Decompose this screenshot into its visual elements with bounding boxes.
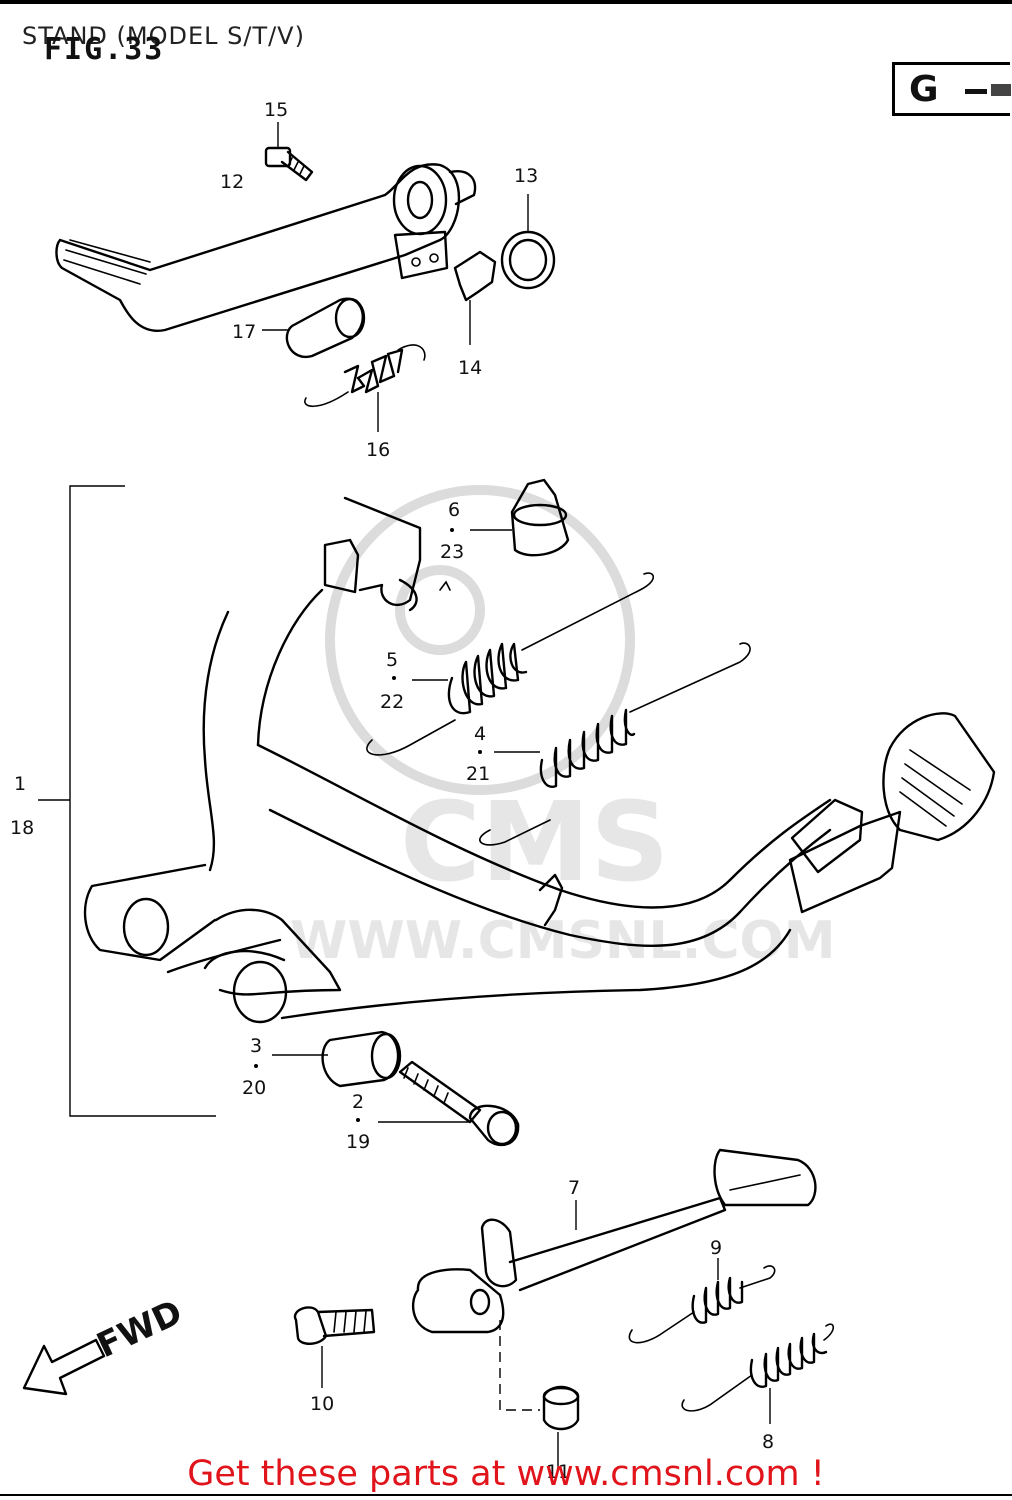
callout-7: 7 (568, 1177, 580, 1199)
spring-part-5 (366, 572, 655, 756)
bolt-part-15 (264, 122, 314, 182)
callout-10: 10 (310, 1393, 334, 1415)
callout-20: 20 (242, 1077, 266, 1099)
group-dash (965, 89, 987, 94)
callout-23: 23 (440, 541, 464, 563)
callout-12: 12 (220, 171, 244, 193)
callout-17: 17 (232, 321, 256, 343)
callout-22: 22 (380, 691, 404, 713)
forward-direction-arrow-icon: FWD (22, 1292, 189, 1396)
callout-11: 11 (546, 1461, 570, 1483)
callout-5: 5 (386, 649, 398, 671)
brake-pedal-part-12 (55, 163, 477, 332)
spacer-part-3 (254, 1030, 402, 1088)
spring-part-4 (478, 642, 751, 846)
center-stand-part-1 (83, 496, 996, 1024)
figure-label: FIG.33 (44, 32, 165, 67)
group-box: G (892, 62, 1011, 116)
side-stand-part-7 (411, 1148, 817, 1334)
bolt-part-2 (356, 1060, 520, 1147)
callout-21: 21 (466, 763, 490, 785)
spring-part-8 (681, 1323, 835, 1424)
clip-part-14 (453, 250, 497, 345)
stopper-part-6 (439, 478, 570, 591)
callout-16: 16 (366, 439, 390, 461)
callout-6: 6 (448, 499, 460, 521)
bolt-part-10 (293, 1306, 376, 1388)
watermark-logo-text: CMS (400, 778, 669, 906)
spring-part-9 (628, 1258, 776, 1344)
group-letter: G (909, 69, 939, 110)
nut-part-11 (499, 1320, 580, 1470)
cms-watermark-logo: CMS WWW.CMSNL.COM (290, 485, 835, 971)
callout-19: 19 (346, 1131, 370, 1153)
watermark-url-text: WWW.CMSNL.COM (290, 911, 835, 971)
callout-9: 9 (710, 1237, 722, 1259)
diagram-caption: STAND (MODEL S/T/V) (22, 22, 305, 50)
callout-1: 1 (14, 773, 26, 795)
callout-14: 14 (458, 357, 482, 379)
callout-8: 8 (762, 1431, 774, 1453)
callout-4: 4 (474, 723, 486, 745)
spring-part-16 (304, 344, 426, 432)
washer-part-13 (500, 194, 556, 290)
group-mark-icon (991, 84, 1011, 96)
callout-2: 2 (352, 1091, 364, 1113)
callout-numbers: 15 12 13 17 14 16 6 23 5 22 4 21 1 18 3 … (10, 99, 774, 1483)
bottom-border-rule (0, 1494, 1012, 1496)
callout-13: 13 (514, 165, 538, 187)
callout-3: 3 (250, 1035, 262, 1057)
footer-promo-text: Get these parts at www.cmsnl.com ! (187, 1454, 825, 1494)
bush-part-17 (262, 297, 366, 359)
forward-direction-label: FWD (91, 1292, 189, 1366)
top-border-rule (0, 0, 1012, 4)
assembly-bracket-1-18 (69, 485, 216, 1117)
callout-15: 15 (264, 99, 288, 121)
callout-18: 18 (10, 817, 34, 839)
